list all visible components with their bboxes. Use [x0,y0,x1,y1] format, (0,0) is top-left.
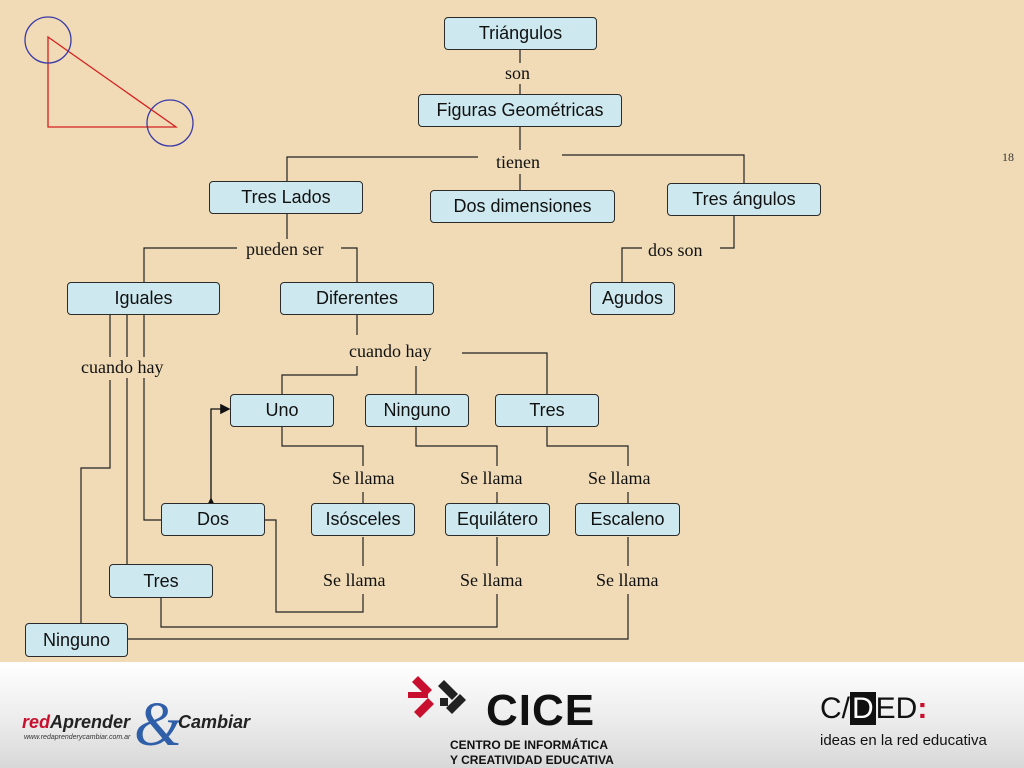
node-dos-dimensiones: Dos dimensiones [430,190,615,223]
red-aprender-cambiar-logo: redAprender & Cambiar www.redaprenderyca… [22,694,262,756]
node-triangulos: Triángulos [444,17,597,50]
node-dos: Dos [161,503,265,536]
label-se-llama-5: Se llama [458,570,525,591]
logo1-cambiar: Cambiar [178,712,251,732]
label-cuando-hay-left: cuando hay [79,357,166,378]
triangle-illustration [24,16,194,147]
node-ninguno-mid: Ninguno [365,394,469,427]
cice-wordmark: CICE [486,686,596,735]
node-uno: Uno [230,394,334,427]
cice-arrows-icon [408,676,466,718]
node-tres-lados: Tres Lados [209,181,363,214]
label-se-llama-2: Se llama [458,468,525,489]
cded-wordmark: C/DED: [820,692,928,725]
node-escaleno: Escaleno [575,503,680,536]
logo1-red: red [22,712,51,732]
connector-lines [24,16,745,640]
logo1-url: www.redaprenderycambiar.com.ar [24,734,131,741]
cded-logo: C/DED: ideas en la red educativa [818,692,1008,752]
cded-tagline: ideas en la red educativa [820,732,987,749]
node-iguales: Iguales [67,282,220,315]
node-isosceles: Isósceles [311,503,415,536]
label-se-llama-6: Se llama [594,570,661,591]
label-cuando-hay-mid: cuando hay [347,341,434,362]
node-figuras-geometricas: Figuras Geométricas [418,94,622,127]
node-tres-left: Tres [109,564,213,598]
logo1-aprender: Aprender [50,712,131,732]
label-son: son [503,63,533,84]
label-dos-son: dos son [646,240,705,261]
cice-logo: CICE CENTRO DE INFORMÁTICA Y CREATIVIDAD… [400,668,630,768]
label-se-llama-1: Se llama [330,468,397,489]
node-tres-mid: Tres [495,394,599,427]
concept-map-slide: Triángulos son Figuras Geométricas tiene… [24,16,1014,657]
footer-banner: redAprender & Cambiar www.redaprenderyca… [0,662,1024,768]
cice-line1: CENTRO DE INFORMÁTICA [450,738,608,752]
label-pueden-ser: pueden ser [244,239,326,260]
label-tienen: tienen [494,152,542,173]
logo1-ampersand: & [134,691,183,759]
node-diferentes: Diferentes [280,282,434,315]
label-se-llama-3: Se llama [586,468,653,489]
node-equilatero: Equilátero [445,503,550,536]
slide-number: 18 [1002,150,1014,164]
node-tres-angulos: Tres ángulos [667,183,821,216]
label-se-llama-4: Se llama [321,570,388,591]
cice-line2: Y CREATIVIDAD EDUCATIVA [450,753,614,767]
node-ninguno-left: Ninguno [25,623,128,657]
node-agudos: Agudos [590,282,675,315]
